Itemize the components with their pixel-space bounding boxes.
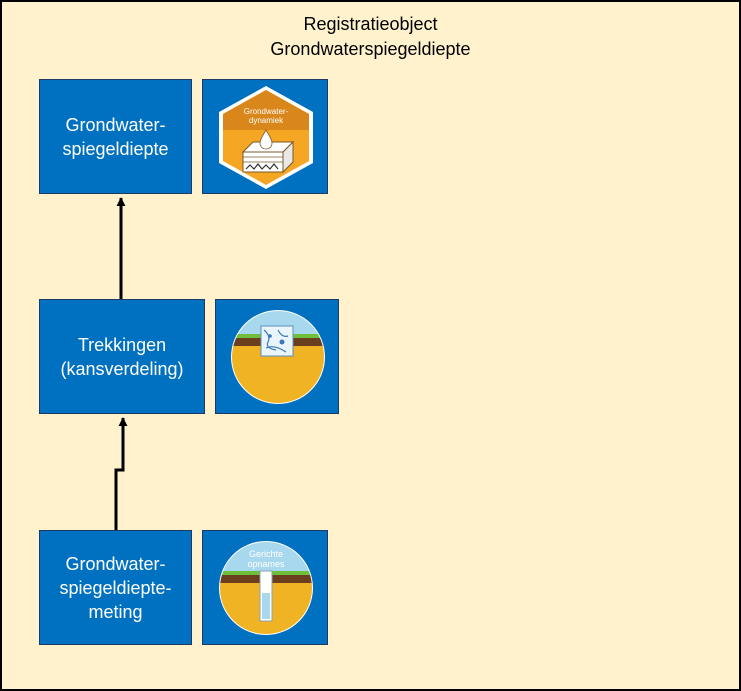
- title-line-2: Grondwaterspiegeldiepte: [270, 39, 471, 59]
- gerichte-opnames-icon: Gerichte opnames: [219, 541, 313, 635]
- soil-profile-map-icon: [231, 310, 325, 404]
- icon-box-grondwaterdynamiek: Grondwater- dynamiek: [202, 79, 328, 194]
- edge-meting-to-trekkingen: [114, 417, 128, 530]
- icon-box-soil-profile: [215, 299, 339, 414]
- diagram-title: Registratieobject Grondwaterspiegeldiept…: [2, 12, 739, 62]
- grondwaterdynamiek-hexagon-icon: Grondwater- dynamiek: [219, 86, 313, 189]
- node-grondwaterspiegeldiepte[interactable]: Grondwater- spiegeldiepte: [39, 79, 192, 194]
- icon-box-gerichte-opnames: Gerichte opnames: [202, 530, 328, 645]
- title-line-1: Registratieobject: [303, 14, 438, 34]
- node-trekkingen[interactable]: Trekkingen (kansverdeling): [39, 299, 205, 414]
- gerichte-text-line-1: Gerichte: [249, 549, 283, 559]
- hexagon-text-line-1: Grondwater-: [244, 107, 289, 116]
- hexagon-text-line-2: dynamiek: [249, 116, 284, 125]
- gerichte-text-line-2: opnames: [247, 559, 285, 569]
- node-grondwaterspiegeldiepte-meting[interactable]: Grondwater- spiegeldiepte- meting: [39, 530, 192, 645]
